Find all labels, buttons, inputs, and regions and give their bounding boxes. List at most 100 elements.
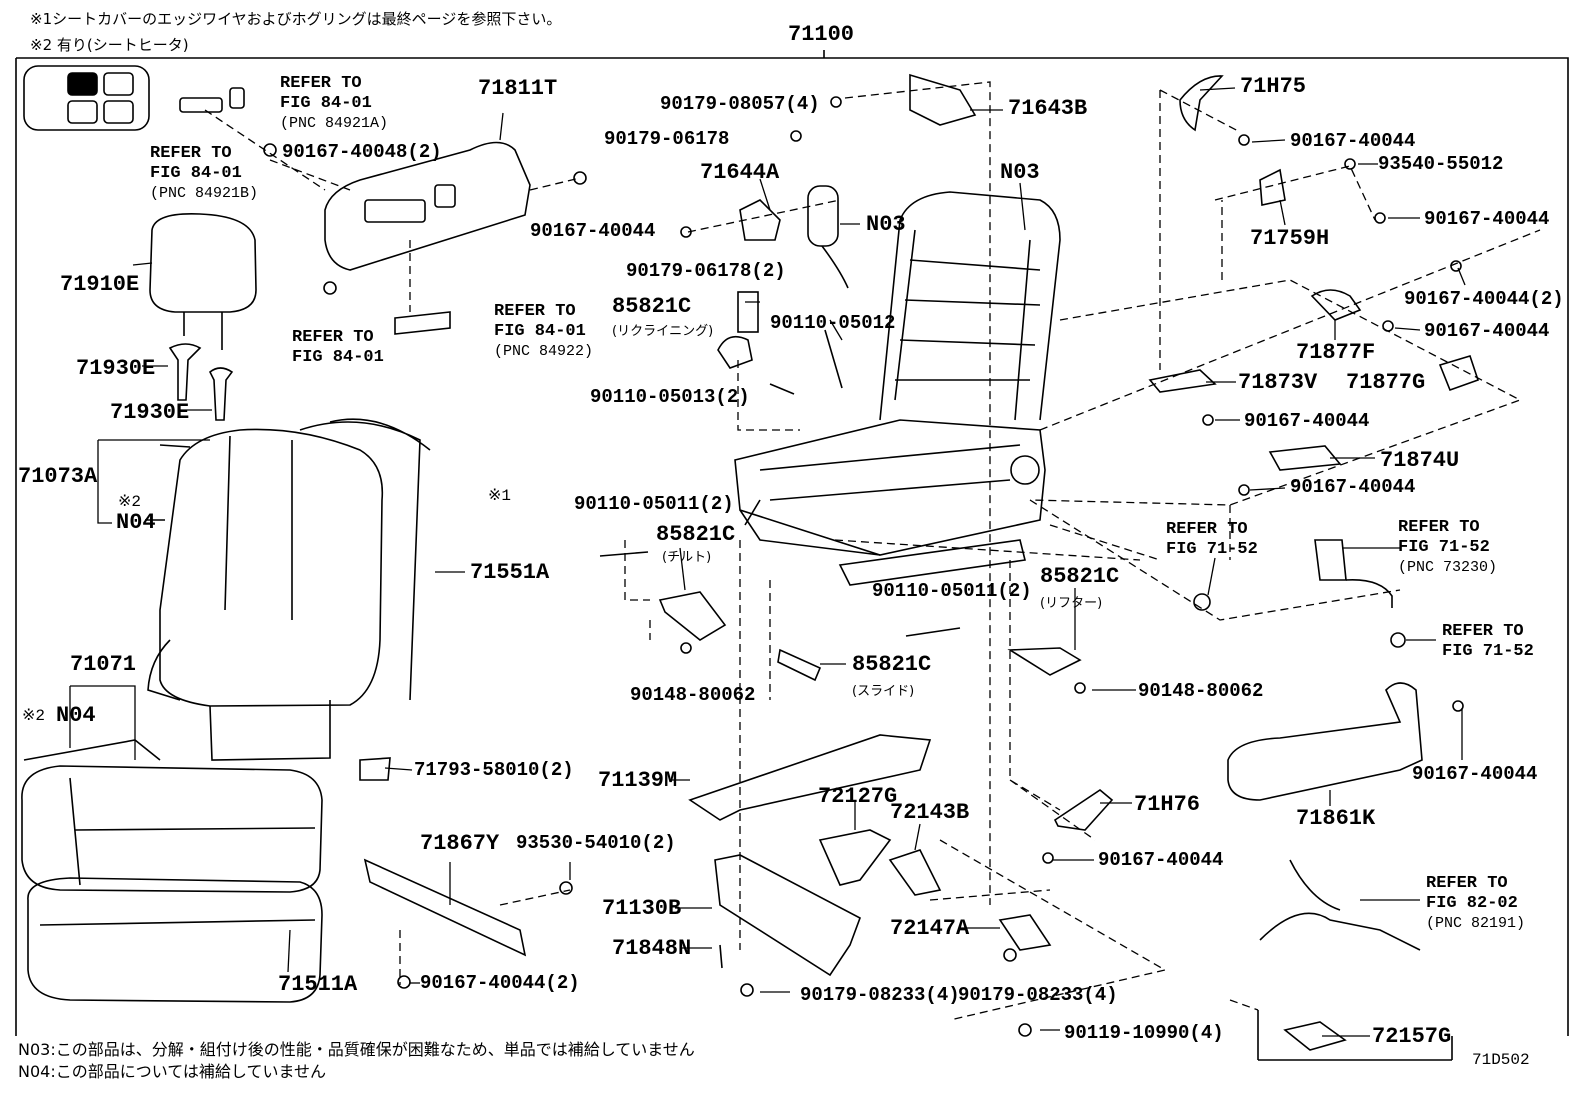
ref-line: REFER TO [494, 302, 576, 321]
ref-line: REFER TO [1166, 520, 1248, 539]
footer-note-n03: N03:この部品は、分解・組付け後の性能・品質確保が困難なため、単品では補給して… [18, 1040, 695, 1059]
refer-to-84921a: REFER TO FIG 84-01 (PNC 84921A) [280, 74, 388, 134]
n04-bottom: N04 [56, 703, 96, 728]
callout-71873v: 71873V [1238, 370, 1318, 395]
callout-72157g: 72157G [1372, 1024, 1452, 1049]
n04-top: N04 [116, 510, 156, 535]
mark2-bottom: ※2 [22, 707, 46, 725]
callout-71073a: 71073A [18, 464, 98, 489]
callout-90148-80062-b: 90148-80062 [1138, 680, 1264, 702]
callout-71874u: 71874U [1380, 448, 1460, 473]
slide-note: (スライド) [852, 684, 915, 699]
callout-71910e: 71910E [60, 272, 140, 297]
callout-71139m: 71139M [598, 768, 678, 793]
callout-90167-40044-2-right: 90167-40044(2) [1404, 288, 1564, 310]
callout-71511a: 71511A [278, 972, 358, 997]
frame-border [15, 57, 1569, 1036]
callout-90110-05011-b: 90110-05011(2) [872, 580, 1032, 602]
callout-71930e-a: 71930E [76, 356, 156, 381]
callout-90179-08057: 90179-08057(4) [660, 93, 820, 115]
ref-line: FIG 82-02 [1426, 894, 1518, 913]
ref-line: (PNC 82191) [1426, 915, 1526, 932]
ref-line: (PNC 84921B) [150, 185, 259, 202]
callout-90179-08233-b: 90179-08233(4) [958, 984, 1118, 1006]
callout-90167-40044-b: 90167-40044 [1290, 130, 1416, 152]
callout-90179-08233-a: 90179-08233(4) [800, 984, 960, 1006]
refer-to-84-01: REFER TO FIG 84-01 [292, 328, 384, 368]
callout-71877f: 71877F [1296, 340, 1376, 365]
ref-line: FIG 71-52 [1166, 540, 1258, 559]
mark2-top: ※2 [118, 493, 142, 511]
ref-line: FIG 71-52 [1398, 538, 1490, 557]
callout-90167-40044-e: 90167-40044 [1244, 410, 1370, 432]
callout-85821c-lift: 85821C [1040, 564, 1120, 589]
callout-72143b: 72143B [890, 800, 970, 825]
callout-90167-40044-f: 90167-40044 [1290, 476, 1416, 498]
callout-71643b: 71643B [1008, 96, 1088, 121]
ref-line: FIG 84-01 [292, 348, 384, 367]
header-note-2: ※2 有り(シートヒータ) [30, 36, 189, 54]
callout-85821c-tilt: 85821C [656, 522, 736, 547]
callout-71071: 71071 [70, 652, 137, 677]
tilt-note: (チルト) [662, 550, 712, 565]
callout-71759h: 71759H [1250, 226, 1330, 251]
callout-90179-06178-2: 90179-06178(2) [626, 260, 786, 282]
recline-note: (リクライニング) [612, 324, 714, 339]
ref-line: REFER TO [1442, 622, 1524, 641]
headrest-drawing [149, 213, 257, 421]
callout-85821c-recline: 85821C [612, 294, 692, 319]
callout-71877g: 71877G [1346, 370, 1426, 395]
refer-to-82191: REFER TO FIG 82-02 (PNC 82191) [1426, 874, 1525, 934]
refer-to-73230: REFER TO FIG 71-52 (PNC 73230) [1398, 518, 1497, 578]
ref-line: REFER TO [292, 328, 374, 347]
callout-90110-05011-a: 90110-05011(2) [574, 493, 734, 515]
ref-line: (PNC 84922) [494, 343, 594, 360]
callout-71551a: 71551A [470, 560, 550, 585]
callout-71930e-b: 71930E [110, 400, 190, 425]
upper-trim-drawing [179, 87, 587, 335]
seat-frame-drawing [734, 191, 1061, 586]
mark1: ※1 [488, 487, 512, 505]
callout-71867y: 71867Y [420, 831, 500, 856]
ref-line: (PNC 84921A) [280, 115, 389, 132]
ref-line: FIG 71-52 [1442, 642, 1534, 661]
callout-72147a: 72147A [890, 916, 970, 941]
callout-90167-40044-2-low: 90167-40044(2) [420, 972, 580, 994]
ref-line: FIG 84-01 [150, 164, 242, 183]
callout-90167-40044-a: 90167-40044 [530, 220, 656, 242]
callout-85821c-slide: 85821C [852, 652, 932, 677]
callout-90119-10990: 90119-10990(4) [1064, 1022, 1224, 1044]
ref-line: REFER TO [1398, 518, 1480, 537]
refer-to-84921b: REFER TO FIG 84-01 (PNC 84921B) [150, 144, 258, 204]
callout-90167-40044-g: 90167-40044 [1098, 849, 1224, 871]
refer-to-71-52-a: REFER TO FIG 71-52 [1166, 520, 1258, 560]
ref-line: REFER TO [150, 144, 232, 163]
callout-90167-40044-c: 90167-40044 [1424, 208, 1550, 230]
refer-to-84922: REFER TO FIG 84-01 (PNC 84922) [494, 302, 593, 362]
callout-71h75: 71H75 [1240, 74, 1307, 99]
leader-lines [69, 87, 1466, 1037]
right-parts-drawing [1042, 75, 1480, 1051]
seatback-cover-drawing [145, 418, 431, 761]
ref-line: REFER TO [1426, 874, 1508, 893]
n03-top: N03 [1000, 160, 1040, 185]
ref-line: REFER TO [280, 74, 362, 93]
callout-71644a: 71644A [700, 160, 780, 185]
callout-71793: 71793-58010(2) [414, 759, 574, 781]
relationship-lines [204, 81, 1541, 1021]
n03-mid: N03 [866, 212, 906, 237]
callout-90167-40044-d: 90167-40044 [1424, 320, 1550, 342]
ref-line: FIG 84-01 [280, 94, 372, 113]
header-note-1: ※1シートカバーのエッジワイヤおよびホグリングは最終ページを参照下さい。 [30, 10, 562, 28]
callout-72127g: 72127G [818, 784, 898, 809]
footer-note-n04: N04:この部品については補給していません [18, 1062, 326, 1081]
callout-90110-05012: 90110-05012 [770, 312, 896, 334]
callout-71h76: 71H76 [1134, 792, 1201, 817]
callout-90167-40044-h: 90167-40044 [1412, 763, 1538, 785]
callout-71848n: 71848N [612, 936, 692, 961]
lift-note: (リフター) [1040, 596, 1103, 611]
seat-position-icon [23, 65, 150, 131]
assembly-number: 71100 [788, 22, 855, 47]
motor-drawing [599, 551, 1086, 694]
